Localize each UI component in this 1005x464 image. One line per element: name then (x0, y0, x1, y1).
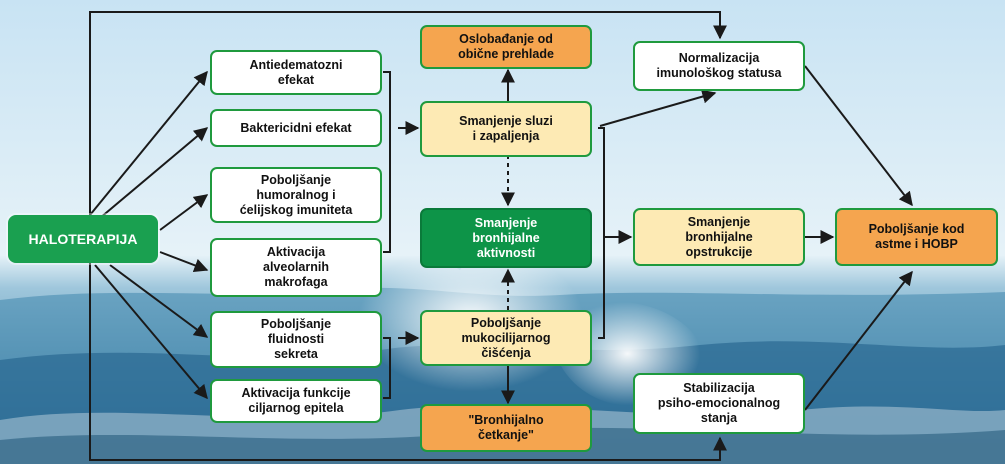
arrow-halo-ciljarni (94, 264, 208, 400)
node-psiho-emocionalno-stanje: Stabilizacija psiho-emocionalnog stanja (633, 373, 805, 434)
node-haloterapija: HALOTERAPIJA (8, 215, 158, 263)
arrow-loop-top (89, 11, 727, 215)
bracket-lower (383, 337, 391, 399)
node-smanjenje-sluzi: Smanjenje sluzi i zapaljenja (420, 101, 592, 157)
node-bronhijalno-cetkanje: "Bronhijalno četkanje" (420, 404, 592, 452)
node-bronhijalna-aktivnost: Smanjenje bronhijalne aktivnosti (420, 208, 592, 268)
node-baktericidni-efekat: Baktericidni efekat (210, 109, 382, 147)
arrow-imunoloski-astma (804, 65, 913, 207)
node-bronhijalna-opstrukcija: Smanjenje bronhijalne opstrukcije (633, 208, 805, 266)
node-antiedematozni-efekat: Antiedematozni efekat (210, 50, 382, 95)
arrow-halo-humoralni (159, 194, 209, 231)
node-fluidnost-sekreta: Poboljšanje fluidnosti sekreta (210, 311, 382, 368)
arrow-halo-makrofagi (159, 251, 209, 273)
arrow-sluz-imunoloski (599, 89, 717, 127)
node-humoralni-imunitet: Poboljšanje humoralnog i ćelijskog imuni… (210, 167, 382, 223)
arrow-halo-antiedematozni (89, 70, 208, 216)
node-alveolarni-makrofagi: Aktivacija alveolarnih makrofaga (210, 238, 382, 297)
arrow-halo-fluidnost (109, 264, 209, 338)
node-ciljarni-epitel: Aktivacija funkcije ciljarnog epitela (210, 379, 382, 423)
arrow-psiho-astma (804, 270, 913, 411)
node-astma-hobp: Poboljšanje kod astme i HOBP (835, 208, 998, 266)
bracket-upper (383, 71, 391, 253)
node-mukocilijarno-ciscenje: Poboljšanje mukocilijarnog čišćenja (420, 310, 592, 366)
node-imunoloski-status: Normalizacija imunološkog statusa (633, 41, 805, 91)
node-obicna-prehlada: Oslobađanje od obične prehlade (420, 25, 592, 69)
bracket-right (598, 127, 605, 339)
arrow-halo-baktericidni (99, 127, 209, 219)
arrow-loop-bottom (89, 262, 727, 461)
